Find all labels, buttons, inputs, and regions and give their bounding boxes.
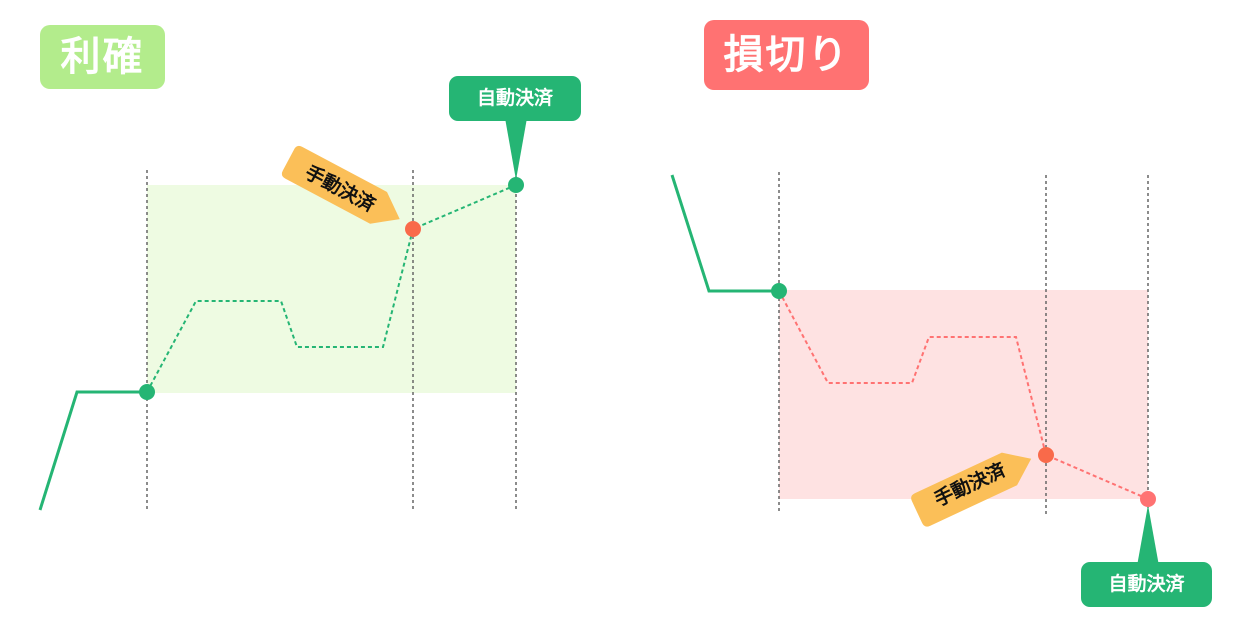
manual-settle-tag-right-shape: [911, 452, 1032, 527]
auto-settle-callout-left: 自動決済: [449, 76, 581, 121]
entry-point-left: [139, 384, 155, 400]
auto-exit-point-left: [508, 177, 524, 193]
auto-exit-point-right: [1140, 491, 1156, 507]
price-line-right: [670, 174, 779, 293]
profit-zone: [147, 185, 516, 393]
manual-exit-point-left: [405, 221, 421, 237]
auto-callout-pointer-left: [505, 118, 527, 180]
auto-settle-callout-right: 自動決済: [1081, 562, 1212, 607]
manual-settle-tag-left-shape: [281, 145, 400, 224]
loss-zone: [779, 290, 1148, 499]
loss-title-badge: 損切り: [704, 20, 869, 90]
profit-title-badge: 利確: [40, 25, 165, 89]
price-line-left: [38, 390, 147, 511]
entry-point-right: [771, 283, 787, 299]
manual-exit-point-right: [1038, 447, 1054, 463]
auto-callout-pointer-right: [1137, 505, 1159, 566]
